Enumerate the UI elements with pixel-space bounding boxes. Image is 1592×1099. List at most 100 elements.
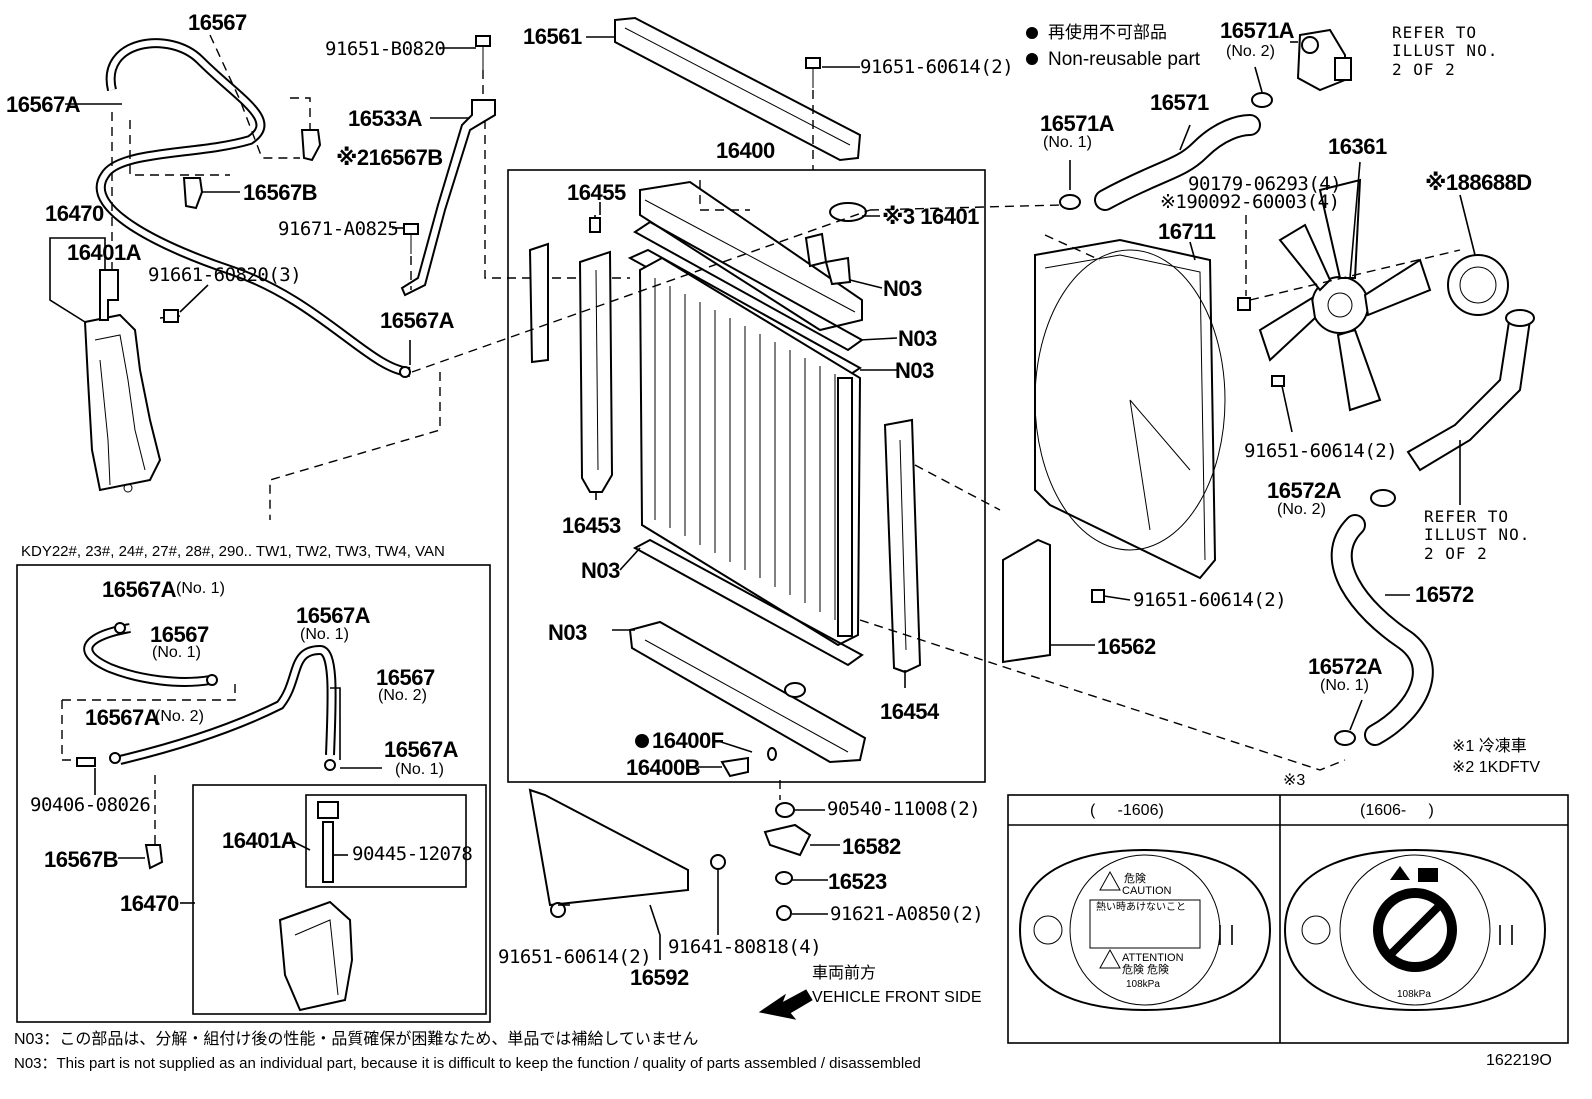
label-n03-3: N03 [895,358,934,383]
caution-en: CAUTION [1122,885,1172,897]
legend-bullet-1 [1026,27,1038,39]
refer-note-top: REFER TO ILLUST NO. 2 OF 2 [1392,23,1498,79]
inset-label-a2: 16567A [296,603,371,628]
radiator-cap[interactable] [829,202,867,222]
bolt-91671 [403,223,419,254]
cooling-fan[interactable] [1258,178,1432,412]
attention-jp: 危険 危険 [1122,964,1170,976]
bolt-16523[interactable] [775,871,793,885]
refer-mid-line1: REFER TO [1424,507,1510,526]
label-16523: 16523 [828,869,887,894]
label-n03-1: N03 [883,276,922,301]
label-16361: 16361 [1328,134,1387,159]
label-16571a-2: 16571A [1220,18,1295,43]
label-16567b-2: 16567B [243,180,318,205]
legend-jp: 再使用不可部品 [1048,23,1167,42]
drain-plug[interactable] [720,756,749,778]
label-90540: 90540-11008(2) [827,798,981,820]
label-90179: 90179-06293(4) [1188,173,1342,195]
front-jp: 車両前方 [812,965,877,982]
fan-clutch-ring[interactable] [1447,254,1509,316]
note-2: ※2 1KDFTV [1452,759,1541,776]
front-en: VEHICLE FRONT SIDE [812,989,982,1006]
label-16567b-1: ※216567B [336,145,443,170]
label-91651-60614-mid: 91651-60614(2) [1244,440,1398,462]
cap-old [1018,848,1272,1012]
reservoir-hose[interactable] [95,38,411,377]
illust-number: 162219O [1486,1052,1552,1069]
footer-en: N03：This part is not supplied as an indi… [14,1055,921,1072]
label-16571: 16571 [1150,90,1209,115]
tank-bracket[interactable] [99,269,119,321]
side-panel-16454[interactable] [883,418,922,674]
side-seal-16562[interactable] [1002,538,1051,664]
inset-frame [16,564,491,1023]
side-panel-16453[interactable] [578,250,614,493]
hose-clamp-16571a-1[interactable] [1059,194,1081,210]
cushion-90540[interactable] [775,802,795,818]
inset-clip[interactable] [144,844,164,870]
fan-shroud[interactable] [1034,238,1226,580]
bolt-91651-b0820 [475,35,491,70]
label-91621: 91621-A0850(2) [830,903,984,925]
label-91671: 91671-A0825 [278,218,399,240]
support-bracket-16533a[interactable] [400,99,496,297]
bracket-16582[interactable] [763,823,812,857]
inset-label-a4-sub: (No. 1) [395,761,444,778]
hose-clamp-16571a-2[interactable] [1251,92,1273,108]
legend-en: Non-reusable part [1048,49,1201,70]
inset-label-f1: 16401A [222,828,297,853]
label-91641: 91641-80818(4) [668,936,822,958]
label-16711: 16711 [1158,219,1216,244]
inset-title: KDY22#, 23#, 24#, 27#, 28#, 290.. TW1, T… [21,543,445,560]
inset-subframe [192,784,487,1015]
label-16400f: 16400F [652,728,724,753]
label-88688d: ※188688D [1425,170,1532,195]
refer-top-line1: REFER TO [1392,23,1478,42]
hose-clip-b2[interactable] [182,177,204,210]
label-91651-60614-right: 91651-60614(2) [1133,589,1287,611]
radiator-core[interactable] [638,256,862,647]
label-16572a-1: 16572A [1308,654,1383,679]
water-outlet-housing[interactable] [1296,28,1352,92]
bolt-91621 [776,905,792,921]
inset-tank[interactable] [278,900,354,1012]
label-16572: 16572 [1415,582,1474,607]
label-16571a-1-sub: (No. 1) [1043,134,1092,151]
label-16592: 16592 [630,965,689,990]
hose-clamp-16572a-2[interactable] [1370,489,1396,507]
label-16582: 16582 [842,834,901,859]
water-outlet-pipe[interactable] [1406,313,1532,472]
label-16572a-2: 16572A [1267,478,1342,503]
inset-label-a1: 16567A [102,577,177,602]
note-1: ※1 冷凍車 [1452,738,1527,755]
label-16455: 16455 [567,180,626,205]
label-16400b: 16400B [626,755,701,780]
reservoir-tank[interactable] [83,313,162,493]
kpa-right: 108kPa [1397,989,1431,1000]
label-91651-b0820: 91651-B0820 [325,38,446,60]
upper-support-16561[interactable] [614,16,862,162]
label-91651-60614-top: 91651-60614(2) [860,56,1014,78]
cap-right-range: (1606- ) [1360,802,1434,819]
lower-tank[interactable] [628,620,867,764]
label-16572a-1-sub: (No. 1) [1320,677,1369,694]
hose-clip-b1[interactable] [300,129,322,162]
legend-bullet-2 [1026,53,1038,65]
lower-gasket [632,538,864,667]
label-16567: 16567 [188,10,247,35]
caution-jp: 危険 [1124,873,1146,885]
inset-label-a3: 16567A [85,705,160,730]
inset-label-g1: 90445-12078 [352,843,473,865]
hose-clamp-16572a-1[interactable] [1334,730,1356,746]
inset-label-a1-sub: (No. 1) [176,580,225,597]
inset-label-d1: 16567B [44,847,119,872]
side-seal-left [528,242,549,364]
label-90092: ※190092-60003(4) [1160,191,1340,213]
label-16470: 16470 [45,201,104,226]
under-cover-16592[interactable] [528,788,689,907]
upper-tank[interactable] [639,180,863,332]
label-n03-5: N03 [548,620,587,645]
